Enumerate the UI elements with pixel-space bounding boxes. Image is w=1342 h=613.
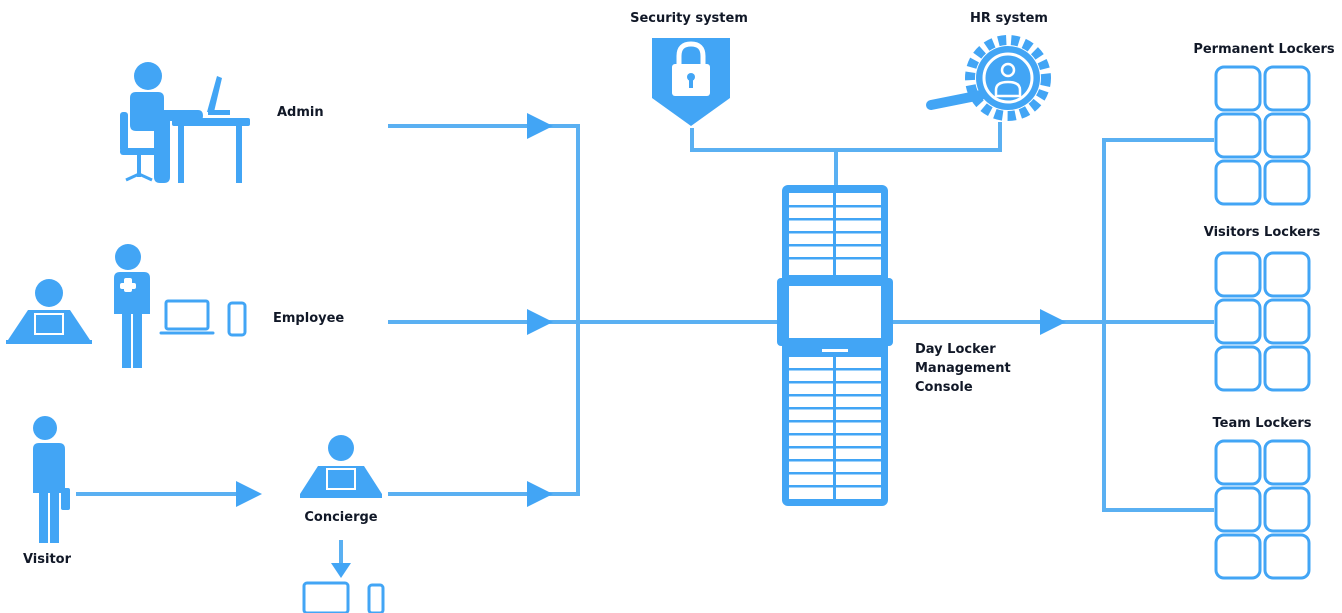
label-team-lockers: Team Lockers bbox=[1212, 416, 1312, 431]
label-visitors-lockers: Visitors Lockers bbox=[1203, 225, 1321, 240]
label-security-system: Security system bbox=[630, 11, 748, 26]
concierge-devices bbox=[302, 581, 385, 613]
visitor-icon bbox=[31, 416, 70, 543]
arrow-admin-icon bbox=[527, 113, 553, 139]
label-visitor: Visitor bbox=[22, 552, 72, 567]
label-employee: Employee bbox=[273, 311, 345, 326]
label-concierge: Concierge bbox=[304, 510, 378, 525]
locker-console-icon bbox=[777, 185, 893, 506]
label-console-line3: Console bbox=[915, 380, 973, 395]
arrowheads bbox=[236, 113, 1066, 578]
console-lower-grid bbox=[789, 357, 881, 499]
label-console-line1: Day Locker bbox=[915, 342, 996, 357]
arrow-employee-icon bbox=[527, 309, 553, 335]
label-admin: Admin bbox=[277, 105, 324, 120]
arrow-concierge-icon bbox=[527, 481, 553, 507]
admin-at-desk-icon bbox=[120, 62, 250, 183]
phone-icon bbox=[227, 301, 247, 337]
arrow-lockers-icon bbox=[1040, 309, 1066, 335]
visitors-lockers-grid bbox=[1214, 251, 1311, 392]
label-permanent-lockers: Permanent Lockers bbox=[1193, 42, 1335, 57]
team-lockers-grid bbox=[1214, 439, 1311, 580]
connectors bbox=[76, 122, 1214, 568]
console-upper-grid bbox=[789, 193, 881, 275]
label-console: Day Locker Management Console bbox=[915, 340, 1011, 397]
label-hr-system: HR system bbox=[970, 11, 1048, 26]
employee-with-phone-icon bbox=[112, 244, 150, 368]
hr-magnifier-gear-icon bbox=[926, 35, 1051, 121]
security-lock-shield-icon bbox=[652, 38, 730, 126]
tablet-icon bbox=[302, 581, 350, 613]
label-console-line2: Management bbox=[915, 361, 1011, 376]
phone-icon bbox=[367, 583, 385, 613]
laptop-icon bbox=[159, 299, 215, 335]
concierge-at-desk-icon bbox=[300, 435, 382, 498]
permanent-lockers-grid bbox=[1214, 65, 1311, 206]
arrow-visitor-icon bbox=[236, 481, 262, 507]
arrow-down-icon bbox=[331, 563, 351, 578]
employee-at-laptop-icon bbox=[6, 279, 92, 344]
